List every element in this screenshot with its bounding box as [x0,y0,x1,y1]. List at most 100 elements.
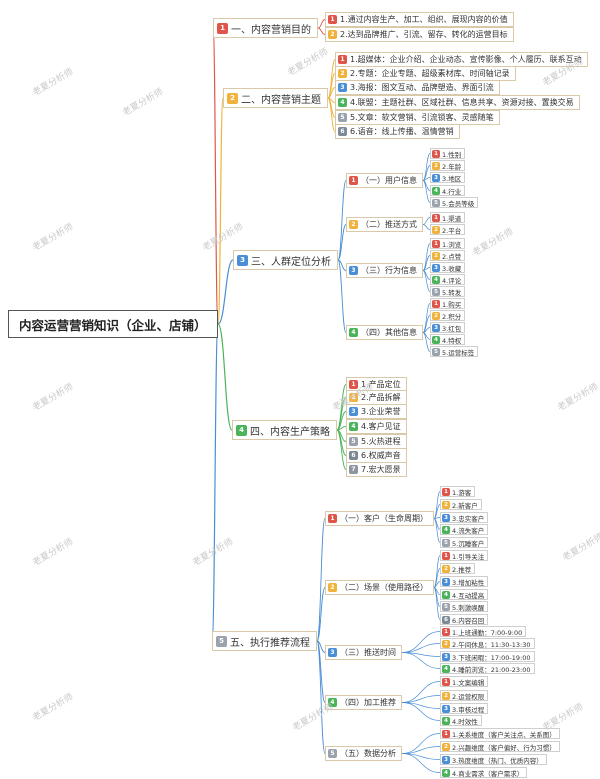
link-branch-5-item-2-sub-2 [433,568,441,588]
priority-1-icon: 1 [338,55,347,64]
branch-5-item-1-sub-4-label: 4.流失客户 [452,526,485,535]
priority-4-icon: 4 [432,186,440,195]
priority-2-icon: 2 [442,500,450,509]
branch-5-item-3[interactable]: 3（三）推送时间 [325,645,402,660]
branch-4-item-3-label: 3.企业荣誉 [361,407,401,416]
priority-4-icon: 4 [442,768,450,777]
branch-3-item-2[interactable]: 2（二）推送方式 [346,217,423,232]
branch-3-item-1-sub-2-label: 2.年龄 [442,162,462,171]
link-branch-5-item-2-sub-6 [433,587,441,620]
link-branch-4-item-7 [336,429,347,470]
link-branch-5-item-2 [316,587,326,642]
link-branch-5-item-3-sub-2 [401,643,441,653]
priority-3-icon: 3 [442,755,450,764]
priority-2-icon: 2 [328,30,337,39]
priority-1-icon: 1 [432,149,440,158]
branch-2-item-4-label: 4.联盟：主题社群、区域社群、信息共享、资源对接、置换交易 [350,98,574,107]
link-branch-2-item-6 [327,97,336,132]
priority-3-icon: 3 [349,407,358,416]
branch-5-item-5[interactable]: 5（五）数据分析 [325,746,402,761]
priority-4-icon: 4 [442,664,450,673]
priority-6-icon: 6 [338,127,347,136]
priority-6-icon: 6 [442,615,450,624]
branch-5-item-3-label: （三）推送时间 [340,648,396,657]
priority-5-icon: 5 [216,635,227,647]
branch-3-item-4[interactable]: 4（四）其他信息 [346,325,423,340]
branch-5-item-3-sub-1-label: 1.上班通勤：7:00-9:00 [452,628,523,637]
branch-5-item-2[interactable]: 2（二）场景（使用路径） [325,580,434,595]
priority-2-icon: 2 [349,220,358,229]
branch-3-item-3-sub-4-label: 4.评论 [442,276,462,285]
link-root-branch-4 [217,323,233,431]
branch-5-item-4[interactable]: 4（四）加工推荐 [325,695,402,710]
priority-4-icon: 4 [432,335,440,344]
branch-5-item-1[interactable]: 1（一）客户（生命周期） [325,511,434,526]
branch-5-item-2-sub-1-label: 1.引导关注 [452,552,485,561]
branch-1-item-2-label: 2.达到品牌推广、引流、留存、转化的运营目标 [340,30,508,39]
branch-3-item-1[interactable]: 1（一）用户信息 [346,173,423,188]
priority-5-icon: 5 [442,538,450,547]
branch-3-item-3[interactable]: 3（三）行为信息 [346,263,423,278]
root-node[interactable]: 内容运营营销知识（企业、店铺） [8,310,218,338]
priority-1-icon: 1 [442,627,450,636]
